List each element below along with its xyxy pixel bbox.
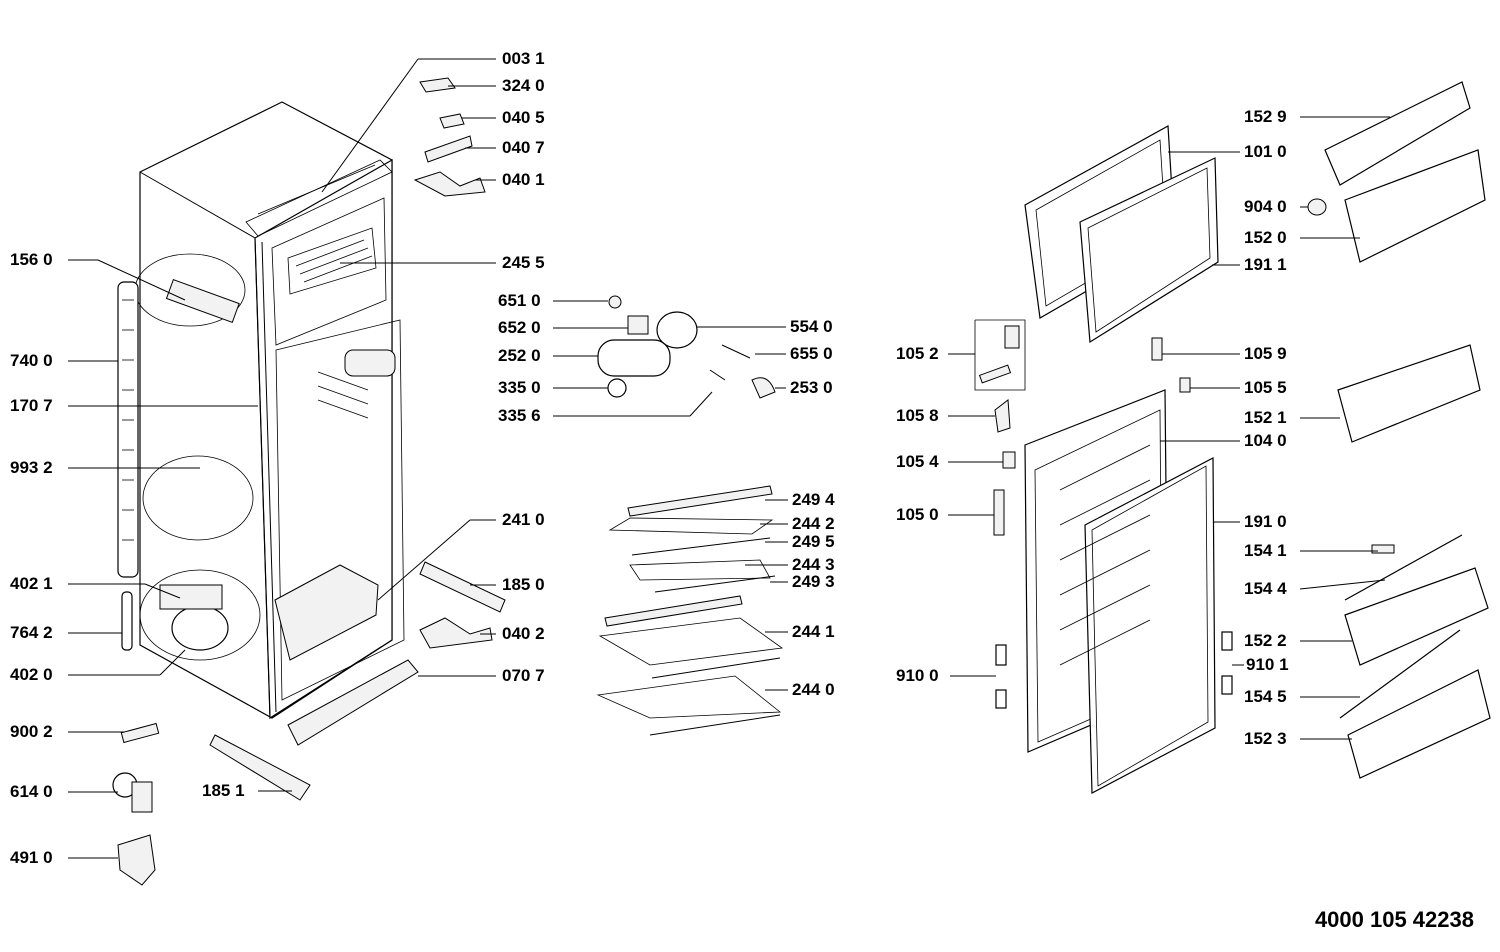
part-label-244-1: 244 1 (792, 622, 835, 641)
part-label-324-0: 324 0 (502, 76, 545, 95)
part-label-185-0: 185 0 (502, 575, 545, 594)
part-label-993-2: 993 2 (10, 458, 53, 477)
part-label-244-2: 244 2 (792, 514, 835, 533)
part-label-105-8: 105 8 (896, 406, 939, 425)
part-label-185-1: 185 1 (202, 781, 245, 800)
part-label-152-0: 152 0 (1244, 228, 1287, 247)
part-label-154-1: 154 1 (1244, 541, 1287, 560)
part-label-191-1: 191 1 (1244, 255, 1287, 274)
part-label-335-6: 335 6 (498, 406, 541, 425)
part-label-244-0: 244 0 (792, 680, 835, 699)
part-label-244-3: 244 3 (792, 555, 835, 574)
freezer-door (1024, 125, 1219, 344)
part-label-910-1: 910 1 (1246, 655, 1289, 674)
part-label-402-1: 402 1 (10, 574, 53, 593)
part-label-335-0: 335 0 (498, 378, 541, 397)
part-label-554-0: 554 0 (790, 317, 833, 336)
part-label-104-0: 104 0 (1244, 431, 1287, 450)
part-label-040-1: 040 1 (502, 170, 545, 189)
fridge-door (1024, 389, 1216, 794)
part-label-651-0: 651 0 (498, 291, 541, 310)
part-label-154-5: 154 5 (1244, 687, 1287, 706)
part-label-241-0: 241 0 (502, 510, 545, 529)
part-label-105-9: 105 9 (1244, 344, 1287, 363)
leader-lines (68, 58, 1390, 859)
document-number: 4000 105 42238 (1314, 907, 1474, 932)
part-label-105-0: 105 0 (896, 505, 939, 524)
part-label-152-9: 152 9 (1244, 107, 1287, 126)
part-label-910-0: 910 0 (896, 666, 939, 685)
thermostat-group (597, 295, 776, 399)
part-label-105-4: 105 4 (896, 452, 939, 471)
part-label-040-2: 040 2 (502, 624, 545, 643)
part-label-152-3: 152 3 (1244, 729, 1287, 748)
part-label-249-4: 249 4 (792, 490, 835, 509)
part-label-152-2: 152 2 (1244, 631, 1287, 650)
part-label-003-1: 003 1 (502, 49, 545, 68)
part-label-070-7: 070 7 (502, 666, 545, 685)
part-label-904-0: 904 0 (1244, 197, 1287, 216)
part-label-040-5: 040 5 (502, 108, 545, 127)
compressor-assembly (112, 584, 229, 886)
part-label-191-0: 191 0 (1244, 512, 1287, 531)
door-small-parts (974, 319, 1233, 709)
part-label-252-0: 252 0 (498, 346, 541, 365)
door-bins (1307, 81, 1491, 779)
hinge-and-trim-parts (209, 77, 506, 801)
part-label-249-5: 249 5 (792, 532, 835, 551)
part-label-614-0: 614 0 (10, 782, 53, 801)
fridge-cabinet (134, 101, 405, 720)
part-label-491-0: 491 0 (10, 848, 53, 867)
part-label-253-0: 253 0 (790, 378, 833, 397)
part-label-105-5: 105 5 (1244, 378, 1287, 397)
part-label-740-0: 740 0 (10, 351, 53, 370)
part-label-764-2: 764 2 (10, 623, 53, 642)
part-label-402-0: 402 0 (10, 665, 53, 684)
part-label-101-0: 101 0 (1244, 142, 1287, 161)
part-label-152-1: 152 1 (1244, 408, 1287, 427)
part-label-156-0: 156 0 (10, 250, 53, 269)
part-label-154-4: 154 4 (1244, 579, 1287, 598)
part-label-655-0: 655 0 (790, 344, 833, 363)
condenser (117, 281, 139, 578)
part-label-040-7: 040 7 (502, 138, 545, 157)
part-label-170-7: 170 7 (10, 396, 53, 415)
part-label-652-0: 652 0 (498, 318, 541, 337)
part-label-245-5: 245 5 (502, 253, 545, 272)
part-label-105-2: 105 2 (896, 344, 939, 363)
part-label-900-2: 900 2 (10, 722, 53, 741)
part-label-249-3: 249 3 (792, 572, 835, 591)
glass-shelves (596, 485, 784, 736)
